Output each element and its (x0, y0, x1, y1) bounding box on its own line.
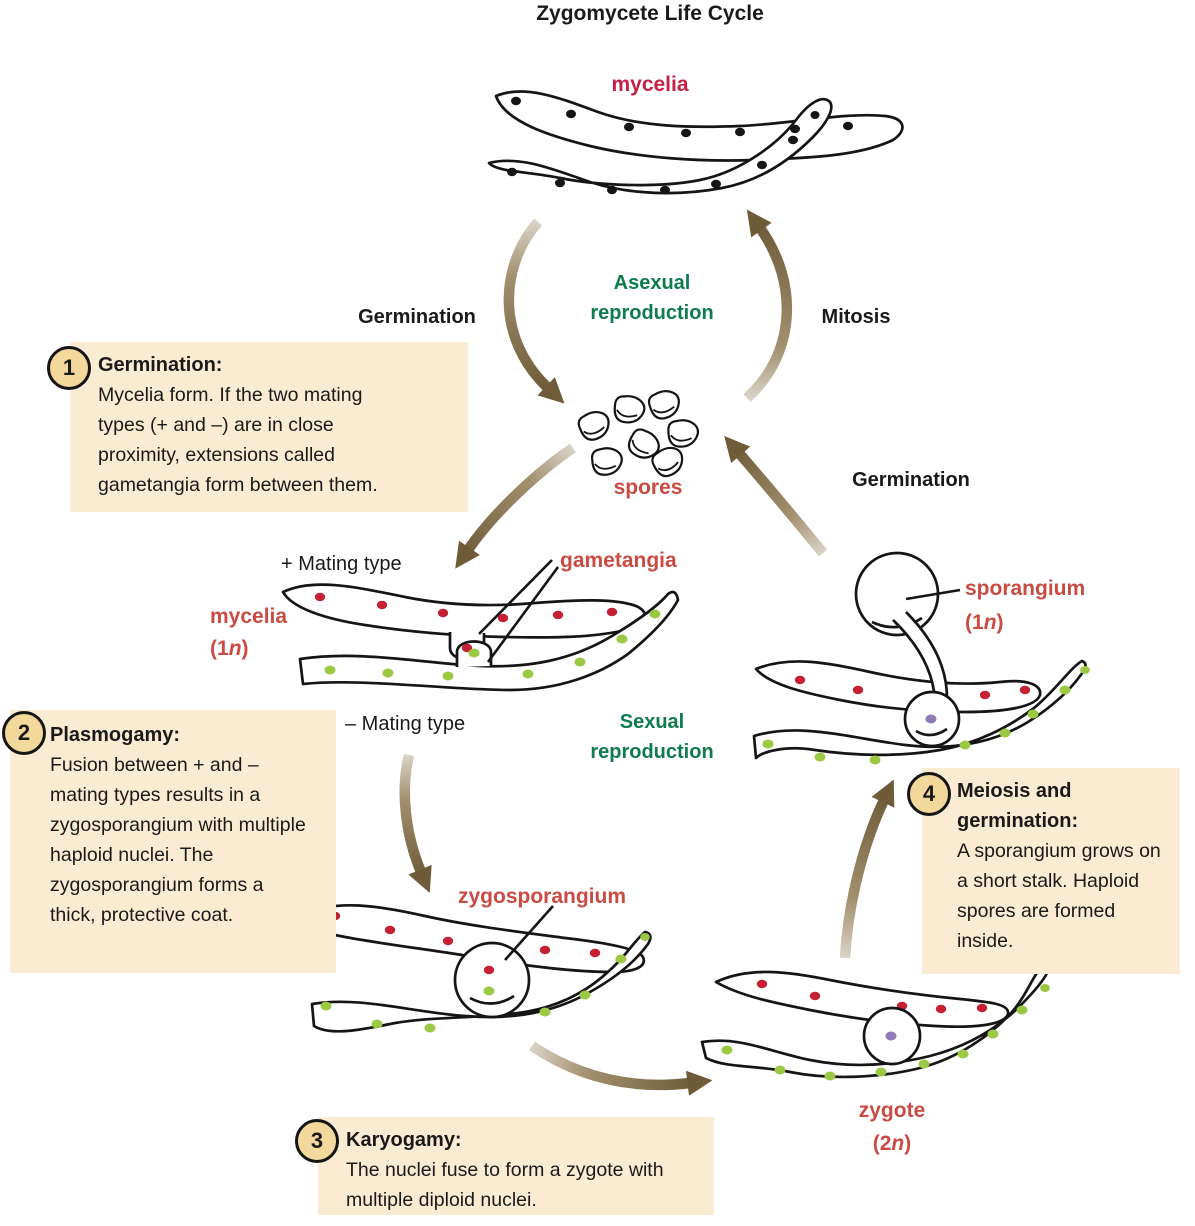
label-zygosporangium: zygosporangium (457, 885, 627, 908)
purple-nucleus (885, 1031, 897, 1041)
step-2-box: Plasmogamy: Fusion between + and – matin… (10, 710, 336, 973)
label-zygote-2n: zygote (2n) (858, 1099, 926, 1155)
green-nuclei (324, 609, 661, 681)
label-sexual-reproduction: Sexual reproduction (590, 711, 714, 763)
arrow-zygote-to-sporangium (839, 779, 895, 959)
step-2-number: 2 (2, 711, 46, 755)
diagram-title: Zygomycete Life Cycle (536, 2, 764, 25)
step-4-heading: Meiosis and germination: (957, 780, 1079, 832)
red-nuclei (314, 592, 618, 653)
step-4-body: A sporangium grows on a short stalk. Hap… (957, 840, 1161, 952)
green-nuclei (721, 984, 1050, 1081)
arrow-spores-to-mating (455, 443, 576, 569)
purple-nucleus (925, 714, 937, 724)
cycle-arrows (399, 209, 895, 1096)
step-3-body: The nuclei fuse to form a zygote with mu… (346, 1159, 664, 1211)
step-4-number: 4 (907, 772, 951, 816)
label-mycelia-top: mycelia (611, 73, 689, 96)
step-1-number: 1 (47, 346, 91, 390)
step-1-box: Germination: Mycelia form. If the two ma… (70, 342, 468, 512)
step-3-heading: Karyogamy: (346, 1129, 462, 1151)
label-minus-mating-type: – Mating type (345, 713, 466, 735)
red-nuclei (756, 979, 988, 1014)
label-germination-right: Germination (852, 469, 970, 491)
mycelia-top-drawing (487, 90, 904, 195)
label-spores: spores (613, 476, 683, 499)
green-nuclei (762, 666, 1090, 765)
black-nuclei (507, 96, 853, 195)
zygosporangium-circle (453, 941, 531, 1019)
label-mycelia-1n: mycelia (1n) (210, 605, 288, 660)
label-sporangium-1n: sporangium (1n) (965, 577, 1086, 634)
step-1-heading: Germination: (98, 354, 223, 376)
label-mitosis: Mitosis (821, 306, 891, 328)
label-plus-mating-type: + Mating type (281, 553, 402, 575)
step-3-box: Karyogamy: The nuclei fuse to form a zyg… (318, 1117, 714, 1215)
label-asexual-reproduction: Asexual reproduction (590, 272, 714, 324)
label-gametangia: gametangia (560, 549, 677, 572)
zygote-drawing (700, 964, 1050, 1081)
zygosporangium-drawing (298, 903, 652, 1033)
step-1-body: Mycelia form. If the two mating types (+… (98, 384, 378, 496)
green-nuclei (320, 933, 650, 1033)
label-germination-left: Germination (358, 306, 476, 328)
step-2-body: Fusion between + and – mating types resu… (50, 754, 306, 926)
arrow-mating-to-zygosporangium (399, 753, 432, 893)
sporangium-drawing (752, 551, 1090, 765)
arrow-germination-to-spores-left (503, 218, 565, 404)
sporangium-pointer-line (905, 588, 961, 601)
arrow-sporangium-to-spores (724, 435, 828, 557)
arrow-mitosis-up (743, 209, 793, 402)
zygosporangium-pointer-line (504, 905, 554, 961)
arrow-zygosporangium-to-zygote (529, 1041, 713, 1096)
gametangia-pointer-lines (478, 559, 560, 663)
step-4-box: Meiosis and germination: A sporangium gr… (922, 768, 1180, 974)
spores-drawing (575, 388, 701, 481)
step-2-heading: Plasmogamy: (50, 724, 181, 746)
step-3-number: 3 (295, 1119, 339, 1163)
mating-hyphae-drawing (281, 559, 680, 692)
